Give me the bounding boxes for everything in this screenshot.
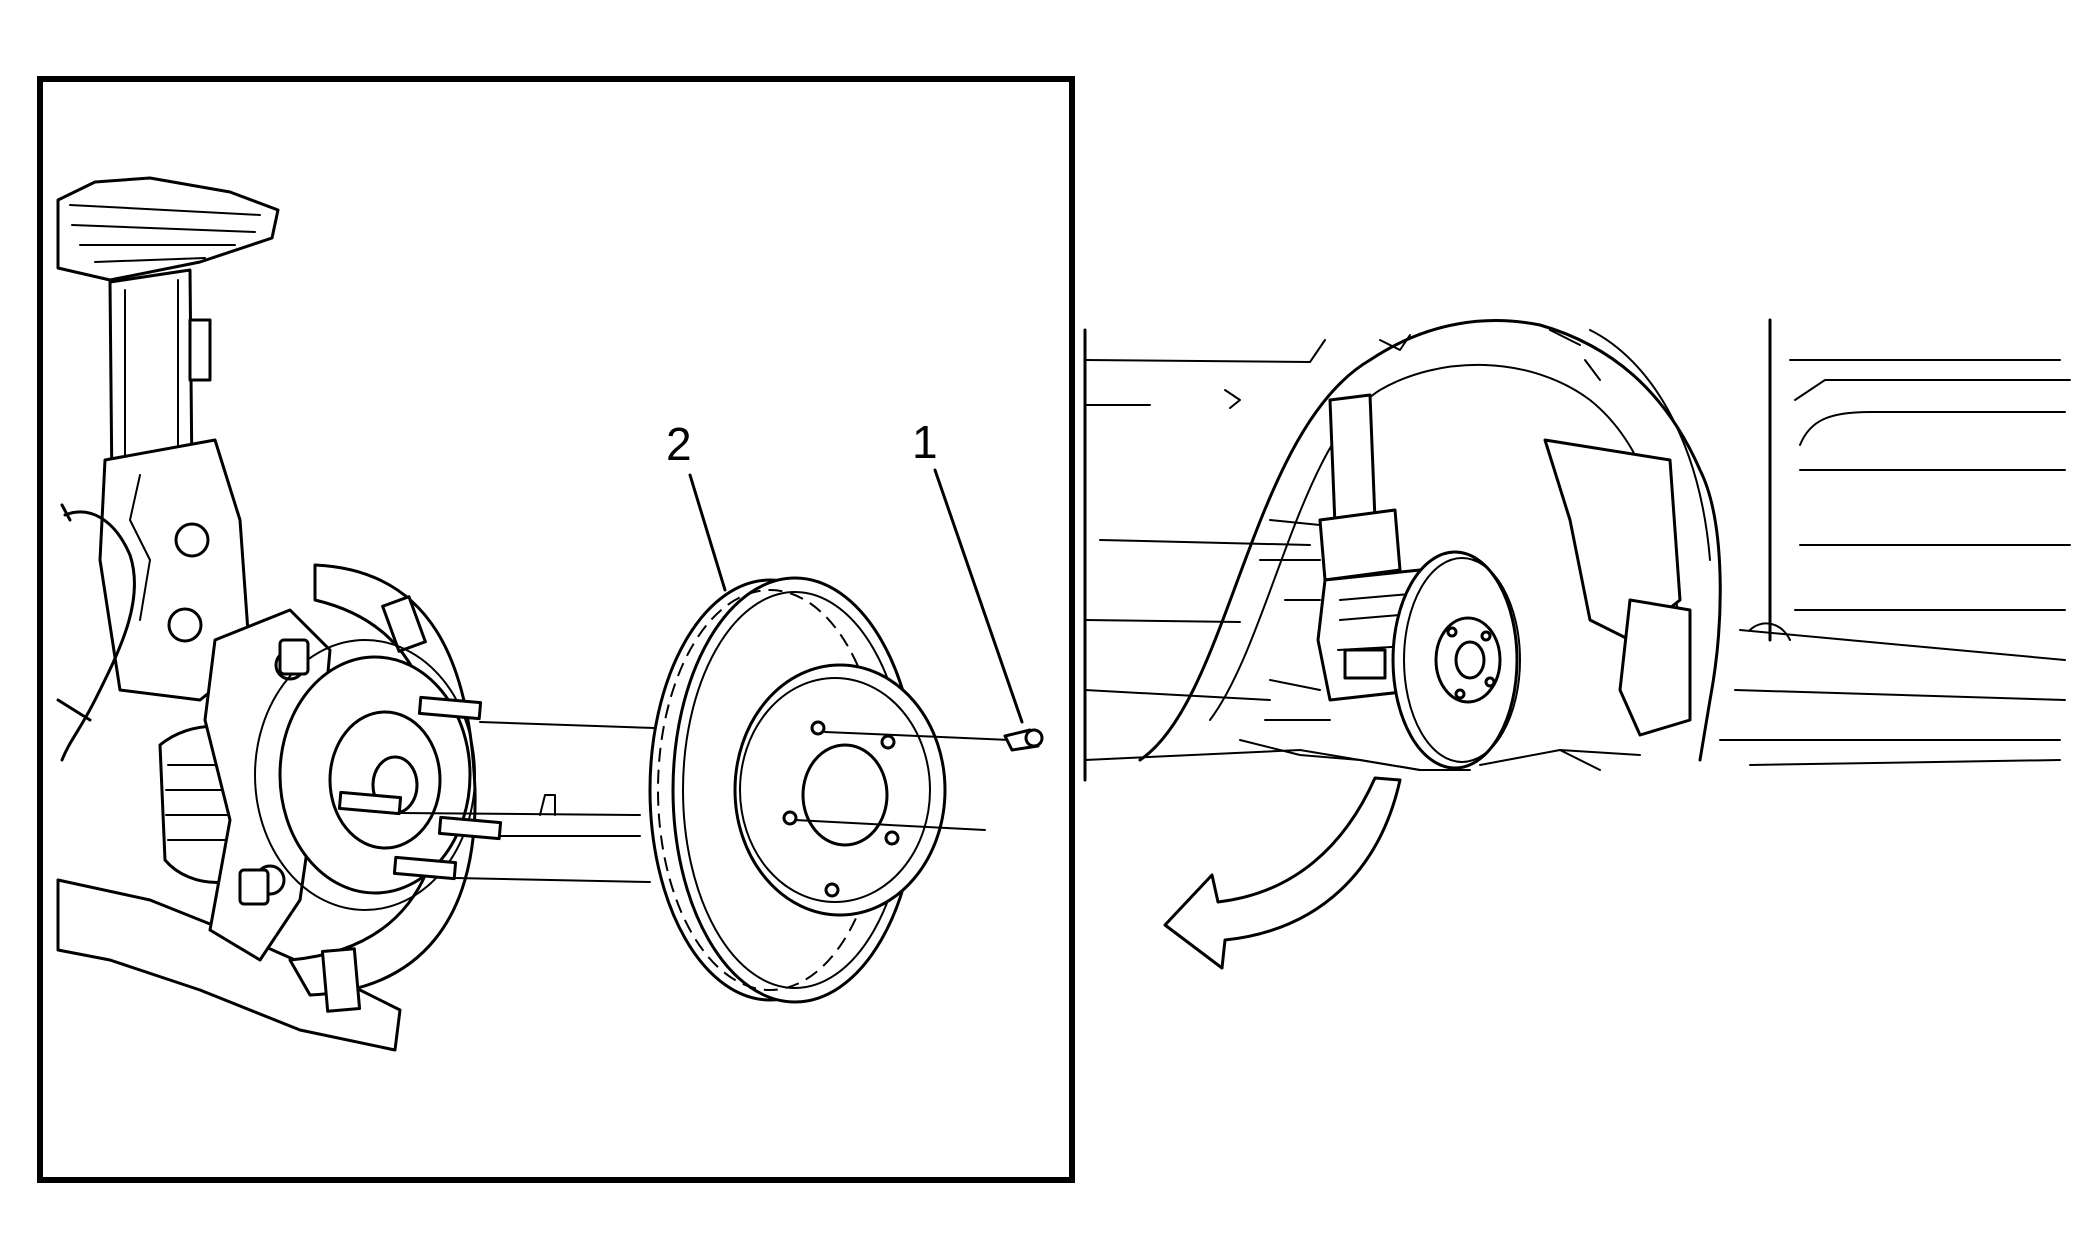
- rotation-arrow: [1163, 776, 1402, 970]
- locator-view: [1083, 318, 2071, 970]
- wheel-studs: [238, 638, 503, 906]
- steering-knuckle: [203, 608, 332, 962]
- callout-label-1: 1: [912, 416, 938, 468]
- alignment-lines: [399, 721, 656, 883]
- wiring-harness: [60, 510, 136, 762]
- callout-leader-2: [688, 473, 727, 592]
- brake-rotor: [648, 576, 947, 1004]
- detail-panel: 1 2: [37, 76, 1075, 1183]
- rotor-retaining-screw: [794, 728, 1044, 831]
- wheel-arch: [1138, 319, 1722, 762]
- vehicle-door: [1719, 318, 2071, 741]
- callout-leader-1: [933, 468, 1024, 724]
- strut-assembly: [56, 176, 280, 702]
- locator-rotor: [1391, 550, 1521, 770]
- callout-label-2: 2: [666, 418, 692, 470]
